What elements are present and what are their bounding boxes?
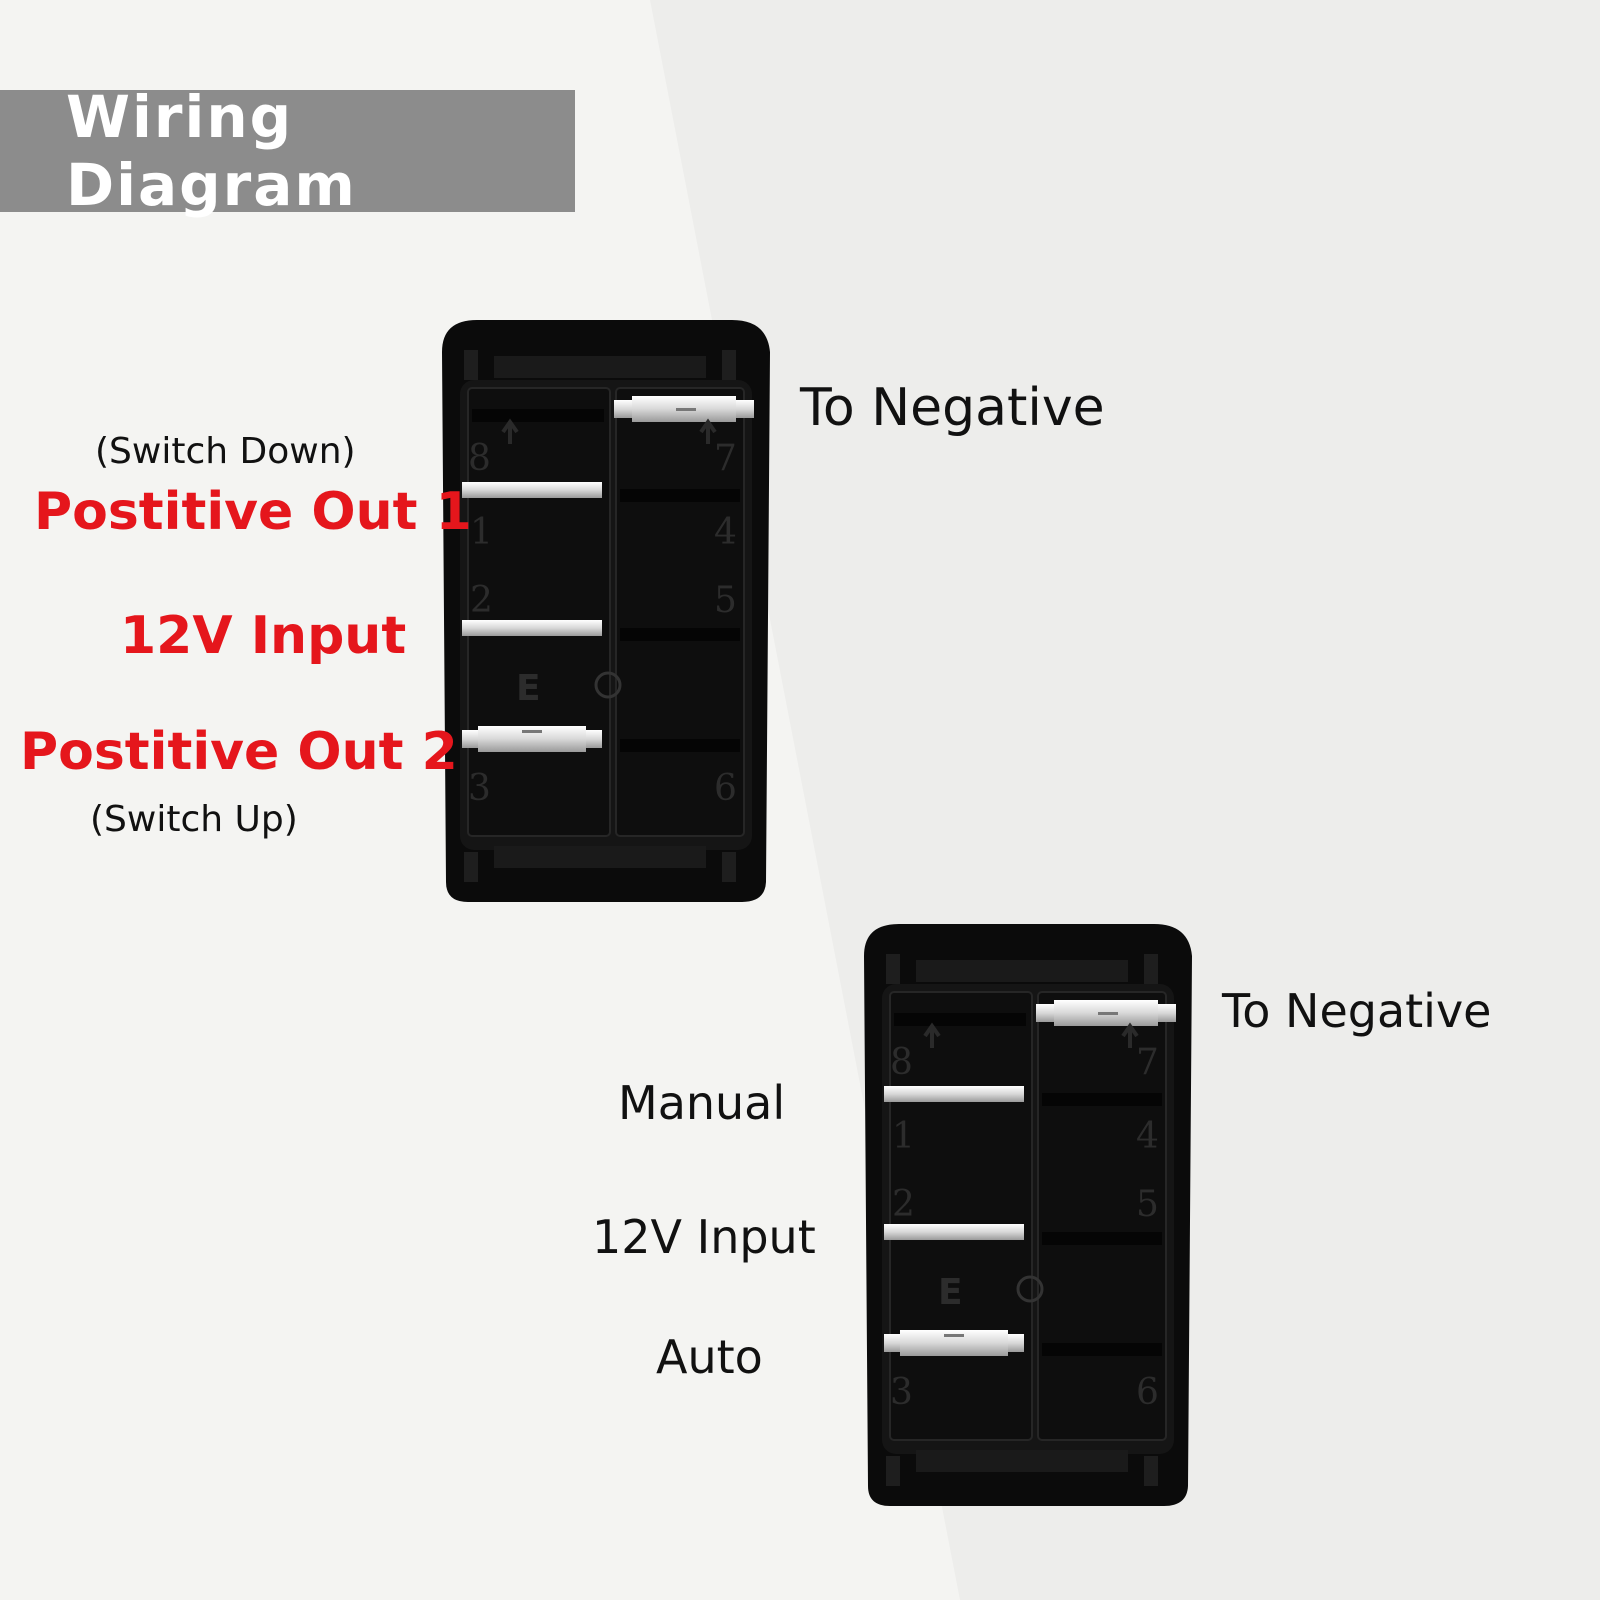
- label-manual: Manual: [618, 1076, 786, 1130]
- label-positive-out-1: Postitive Out 1: [34, 482, 472, 542]
- pin-label: 8: [890, 1042, 913, 1083]
- pin-label: 1: [470, 512, 493, 553]
- label-switch-up: (Switch Up): [90, 799, 298, 840]
- pin-label: 2: [892, 1184, 915, 1225]
- pin-label: E: [516, 668, 541, 709]
- pin-label: 7: [714, 438, 737, 479]
- pin-label: 3: [890, 1372, 913, 1413]
- pin-label: 4: [714, 512, 737, 553]
- title-bar: Wiring Diagram: [0, 83, 575, 219]
- label-12v-input-top: 12V Input: [120, 606, 407, 666]
- label-positive-out-2: Postitive Out 2: [20, 722, 458, 782]
- label-to-negative-top: To Negative: [800, 378, 1105, 438]
- label-switch-down: (Switch Down): [95, 431, 356, 472]
- pin-label: E: [938, 1272, 963, 1313]
- rocker-switch-top: 8 7 1 4 2 5 E 3 6: [432, 312, 782, 912]
- pin-label: 6: [1136, 1372, 1159, 1413]
- rocker-switch-bottom: 8 7 1 4 2 5 E 3 6: [854, 916, 1204, 1516]
- label-12v-input-bottom: 12V Input: [592, 1210, 816, 1264]
- diagram-title: Wiring Diagram: [66, 83, 357, 219]
- pin-label: 1: [892, 1116, 915, 1157]
- pin-label: 5: [1136, 1184, 1159, 1225]
- pin-label: 3: [468, 768, 491, 809]
- pin-label: 8: [468, 438, 491, 479]
- pin-label: 2: [470, 580, 493, 621]
- pin-label: 7: [1136, 1042, 1159, 1083]
- pin-label: 6: [714, 768, 737, 809]
- label-to-negative-bottom: To Negative: [1222, 984, 1492, 1038]
- label-auto: Auto: [656, 1330, 763, 1384]
- pin-label: 4: [1136, 1116, 1159, 1157]
- pin-label: 5: [714, 580, 737, 621]
